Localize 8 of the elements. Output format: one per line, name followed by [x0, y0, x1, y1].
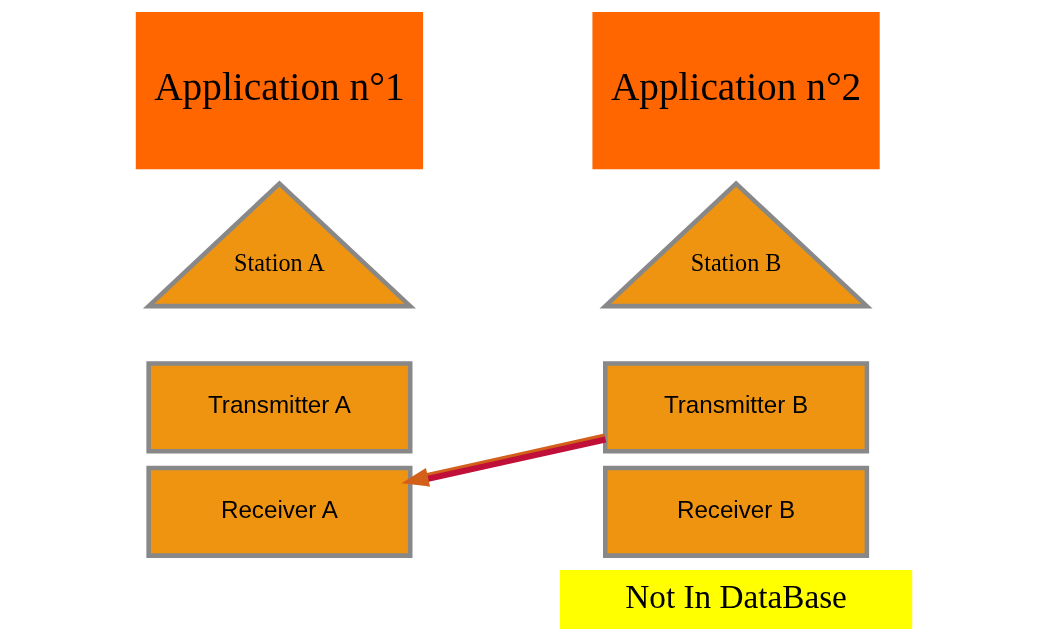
- node-box: Receiver A: [146, 465, 413, 558]
- node-box: Not In DataBase: [559, 570, 913, 629]
- arrow: [401, 433, 607, 487]
- node-box: Transmitter A: [146, 361, 413, 454]
- node-box: Transmitter B: [603, 361, 870, 454]
- node-box: Receiver B: [603, 465, 870, 558]
- node-box: Application n°2: [592, 12, 880, 170]
- node-box: Application n°1: [135, 12, 424, 170]
